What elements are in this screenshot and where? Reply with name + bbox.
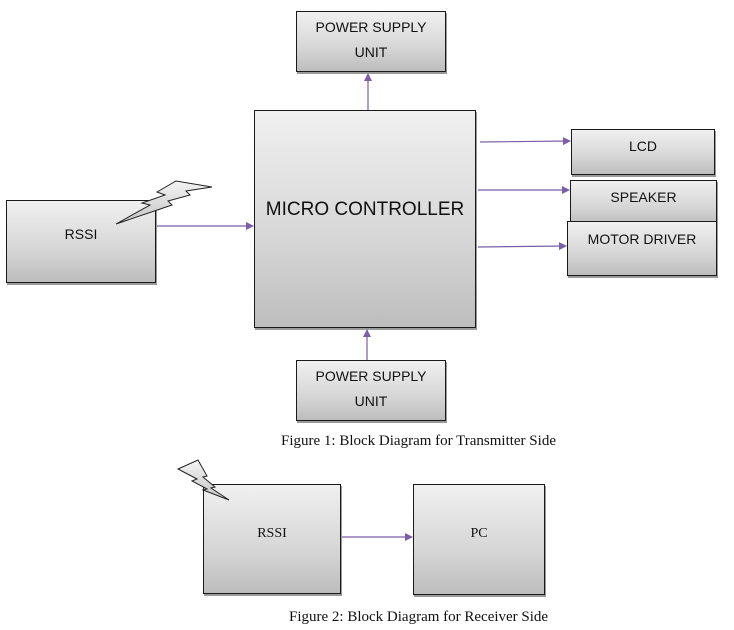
- speaker-label: SPEAKER: [610, 189, 677, 205]
- power-supply-top-block: POWER SUPPLY UNIT: [296, 11, 446, 72]
- power-supply-bottom-line1: POWER SUPPLY: [315, 368, 427, 384]
- rssi-receiver-block: RSSI: [203, 484, 341, 594]
- power-supply-top-line1: POWER SUPPLY: [315, 19, 427, 35]
- microcontroller-label: MICRO CONTROLLER: [265, 199, 465, 220]
- microcontroller-block: MICRO CONTROLLER: [254, 110, 476, 328]
- motor-driver-label: MOTOR DRIVER: [587, 231, 697, 247]
- rssi-transmitter-block: RSSI: [6, 200, 156, 283]
- power-supply-bottom-block: POWER SUPPLY UNIT: [296, 360, 446, 421]
- figure1-caption: Figure 1: Block Diagram for Transmitter …: [281, 433, 556, 449]
- motor-driver-block: MOTOR DRIVER: [567, 221, 717, 276]
- arrow-mcu-to-lcd: [479, 137, 571, 146]
- lightning-bolt-icon: [115, 180, 213, 225]
- lcd-label: LCD: [628, 138, 657, 154]
- rssi-transmitter-label: RSSI: [64, 226, 98, 242]
- speaker-block: SPEAKER: [570, 180, 717, 225]
- power-supply-bottom-line2: UNIT: [354, 393, 388, 409]
- figure2-caption: Figure 2: Block Diagram for Receiver Sid…: [289, 609, 549, 625]
- arrow-mcu-to-motor-driver: [477, 242, 567, 251]
- power-supply-top-line2: UNIT: [354, 44, 388, 60]
- lightning-bolt-icon: [176, 459, 230, 501]
- pc-label: PC: [470, 526, 488, 541]
- lcd-block: LCD: [571, 129, 715, 175]
- pc-block: PC: [413, 484, 545, 595]
- rssi-receiver-label: RSSI: [257, 526, 287, 541]
